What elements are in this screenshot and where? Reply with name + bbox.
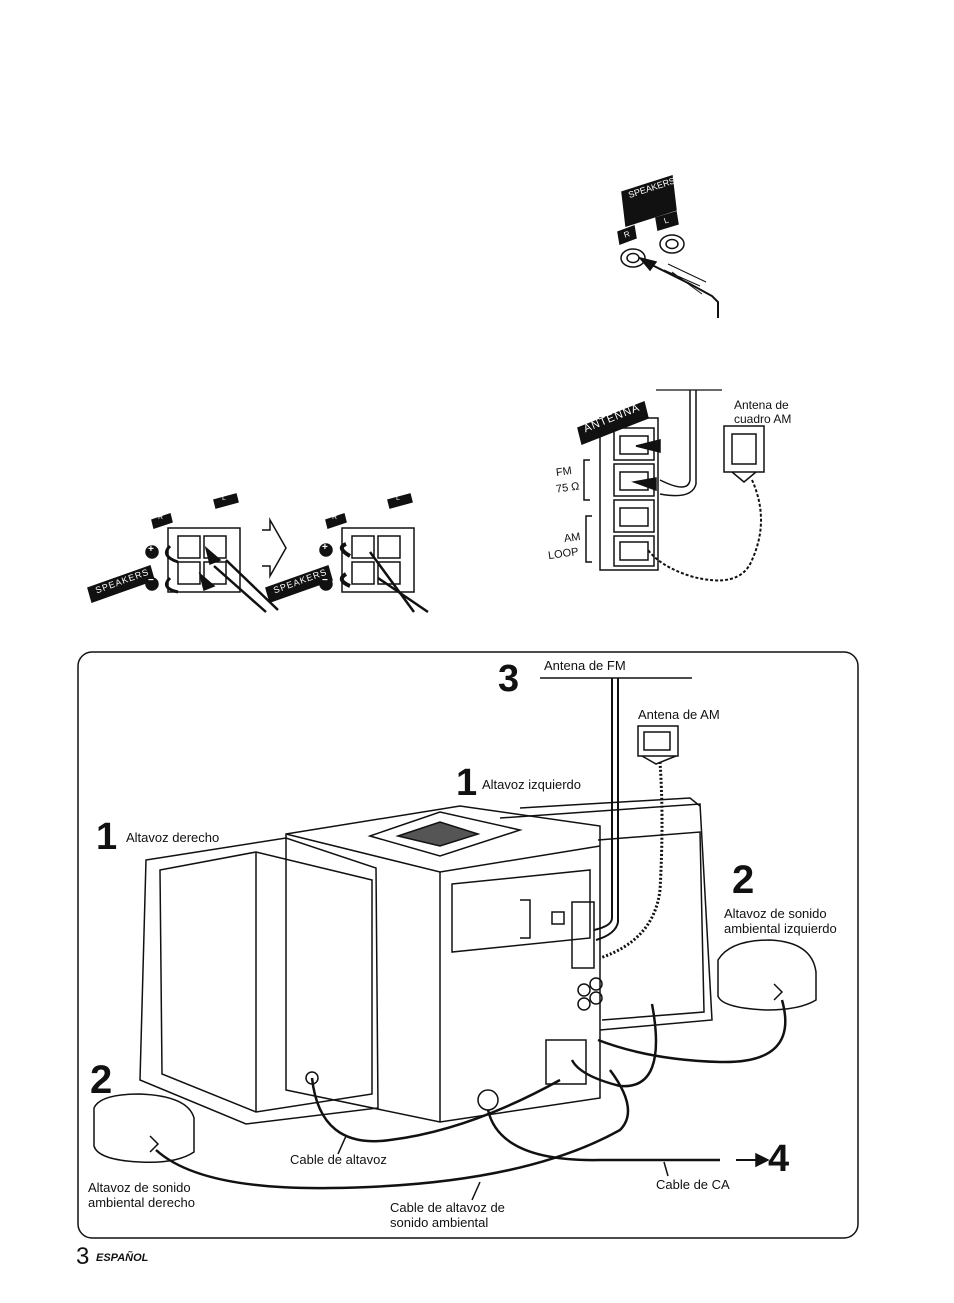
antenna-terminal-block <box>599 417 659 571</box>
step-2-right-number: 2 <box>90 1058 113 1102</box>
main-unit-body <box>285 805 601 1123</box>
minus-symbol-b: − <box>322 575 328 586</box>
speaker-terminal-block-a <box>167 527 241 593</box>
minus-icon <box>319 577 333 591</box>
speaker-cable-left <box>570 1003 658 1088</box>
speaker-l-tag-a: L <box>222 495 226 502</box>
surround-l-tag <box>655 211 679 231</box>
left-speaker-label: Altavoz izquierdo <box>482 777 581 792</box>
am-antenna-wire <box>599 761 664 960</box>
surround-right-speaker <box>93 1093 195 1164</box>
surround-left-speaker <box>717 939 817 1011</box>
speaker-terminals-main <box>545 1039 587 1085</box>
am-antenna-icon <box>637 725 679 757</box>
step-1-left-number: 1 <box>456 762 478 804</box>
arrow-icon <box>204 545 222 566</box>
ac-cable <box>486 1109 720 1162</box>
plus-symbol-b: + <box>322 542 328 553</box>
plus-symbol-a: + <box>148 544 154 555</box>
speaker-cable-right <box>310 1077 561 1143</box>
surround-label-plate <box>621 175 677 227</box>
arrow-icon <box>198 571 216 592</box>
surround-r-tag <box>617 224 637 246</box>
step-1-right-number: 1 <box>96 816 118 858</box>
plus-icon <box>319 543 333 557</box>
language-label: ESPAÑOL <box>96 1252 149 1264</box>
surround-plug-cable <box>645 261 719 318</box>
speaker-l-tag-b: L <box>396 495 400 502</box>
speakers-label-plate-b <box>265 565 333 603</box>
speaker-r-tag-b: R <box>332 514 338 521</box>
arrow-icon <box>635 439 661 453</box>
am-loop-antenna <box>723 425 765 473</box>
surround-right-cable <box>155 1069 630 1190</box>
speaker-terminal-block-b <box>341 527 415 593</box>
surround-cable-label: Cable de altavoz de sonido ambiental <box>390 1200 505 1230</box>
page-number: 3 <box>76 1243 90 1270</box>
right-speaker-label: Altavoz derecho <box>126 830 220 845</box>
arrow-icon <box>755 1152 770 1168</box>
surround-right-label: Altavoz de sonido ambiental derecho <box>88 1180 195 1210</box>
step-2-left-number: 2 <box>732 858 755 902</box>
rear-panel <box>451 869 591 953</box>
arrow-icon <box>631 477 657 492</box>
surround-r-jack <box>620 248 646 268</box>
antenna-terminals <box>571 901 595 969</box>
fm-terminal-icon <box>551 911 565 925</box>
ac-cord-outlet <box>477 1089 499 1111</box>
step-4-number: 4 <box>768 1138 790 1180</box>
arrow-icon <box>637 256 658 272</box>
minus-symbol-a: − <box>148 575 154 586</box>
ac-cable-label: Cable de CA <box>656 1177 730 1192</box>
diagram-frame <box>77 651 859 1239</box>
surround-left-label: Altavoz de sonido ambiental izquierdo <box>724 906 837 936</box>
surround-l-jack <box>659 234 685 254</box>
speaker-wire-a <box>213 565 267 613</box>
speaker-wire-b <box>368 551 416 613</box>
fm-antenna-label: Antena de FM <box>544 658 626 673</box>
am-loop-antenna-label: Antena de cuadro AM <box>734 398 792 426</box>
speaker-r-tag-a: R <box>158 514 164 521</box>
am-twisted-wire <box>647 479 762 582</box>
plus-icon <box>145 545 159 559</box>
right-speaker-body <box>139 837 379 1125</box>
minus-icon <box>145 577 159 591</box>
next-step-arrow-icon <box>262 517 287 579</box>
surround-left-cable <box>597 999 787 1064</box>
am-antenna-label: Antena de AM <box>638 707 720 722</box>
left-speaker-body <box>499 803 713 1031</box>
speaker-cable-label: Cable de altavoz <box>290 1152 387 1167</box>
step-3-number: 3 <box>498 658 520 700</box>
